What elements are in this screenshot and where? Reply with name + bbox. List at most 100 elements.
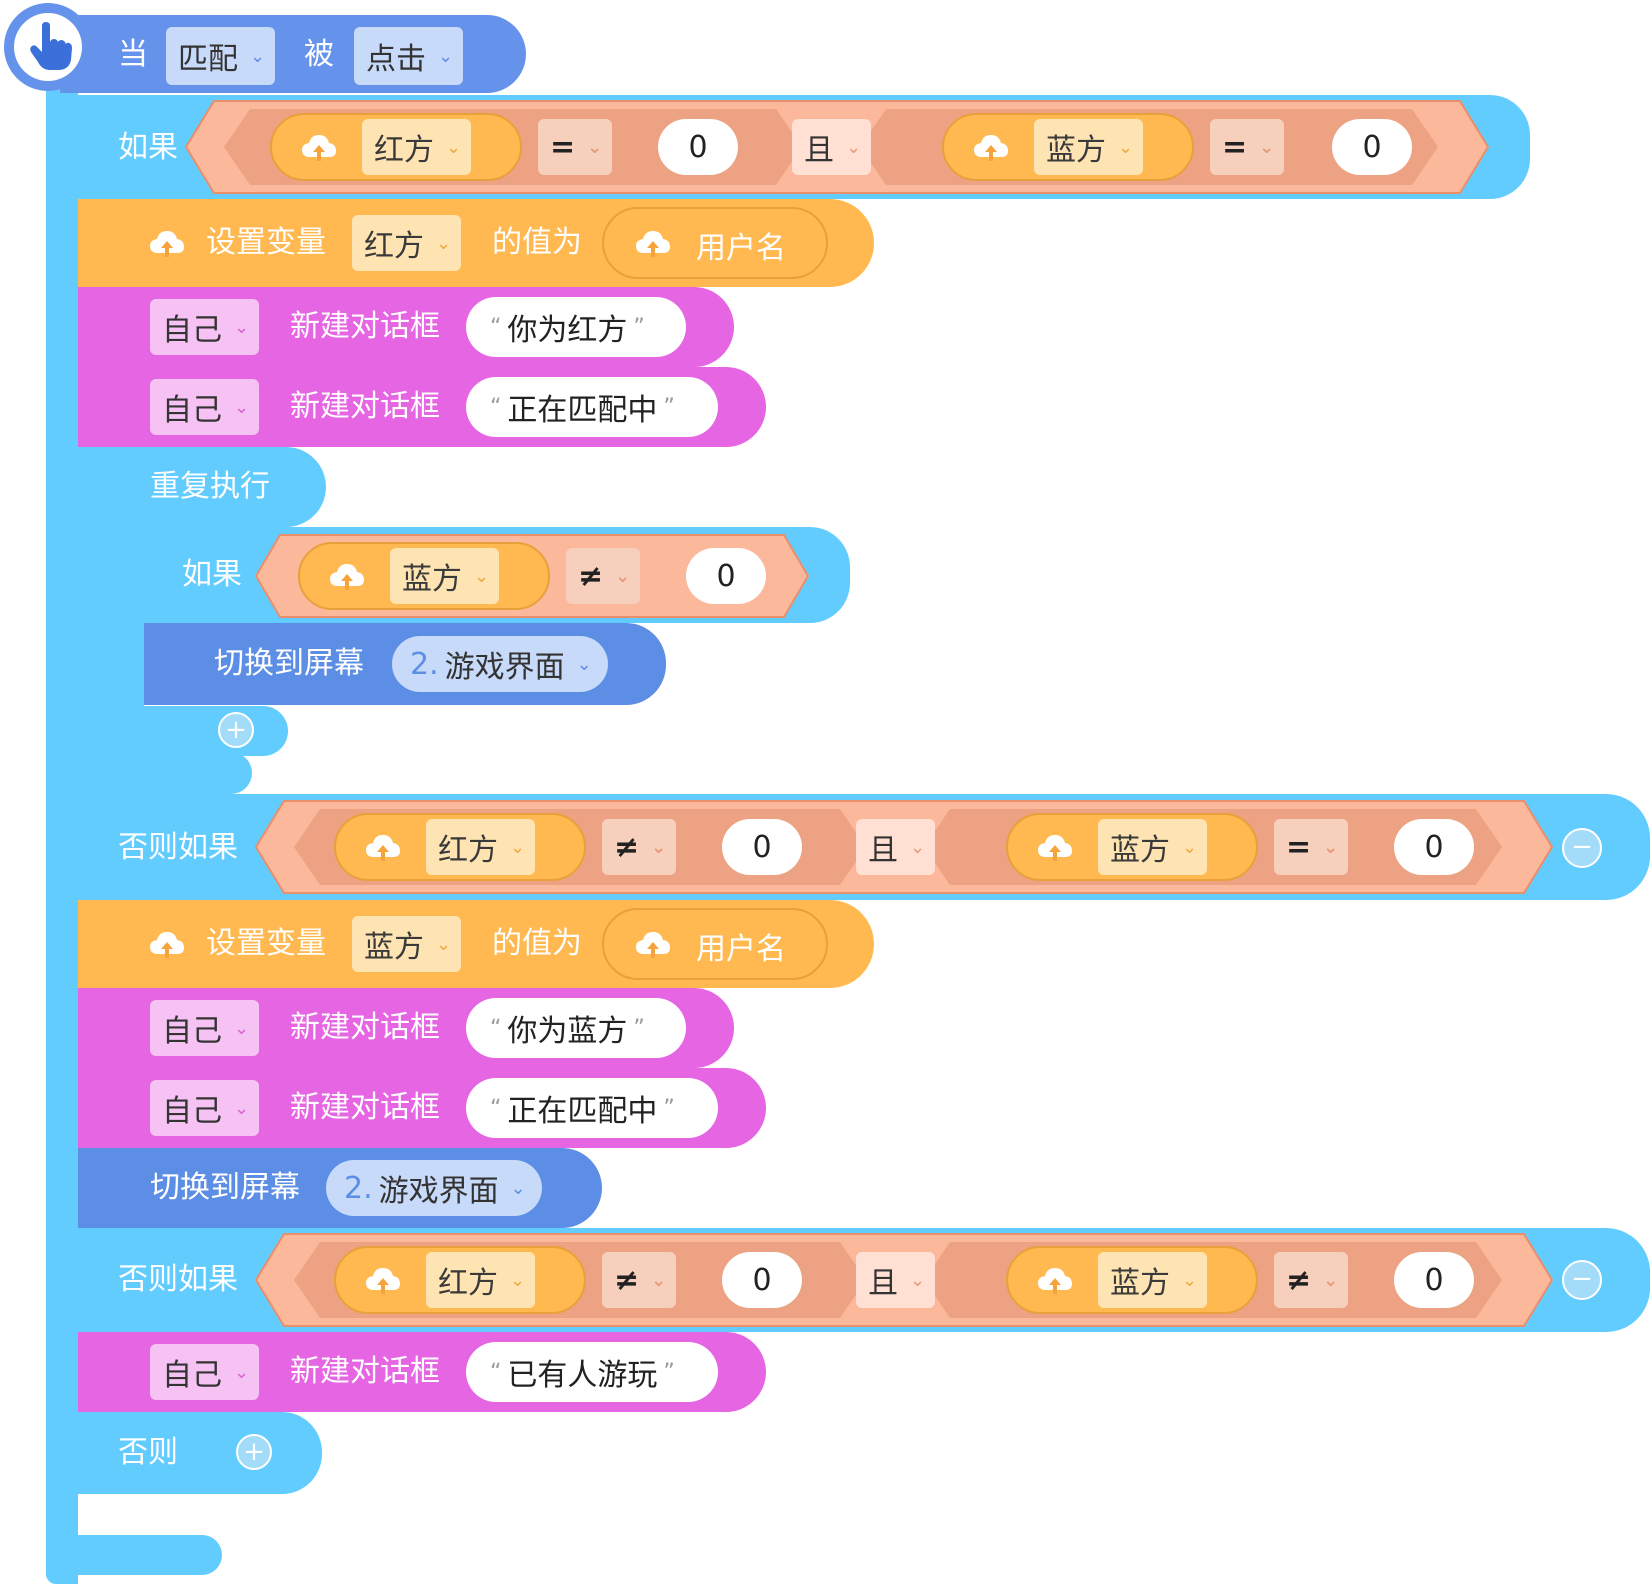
- add-branch-button[interactable]: +: [218, 712, 254, 748]
- new-dialog-label: 新建对话框: [290, 309, 440, 344]
- and-label: 且: [868, 1266, 898, 1301]
- chevron-down-icon: ⌄: [651, 836, 667, 858]
- variable-dropdown-red[interactable]: 红方 ⌄: [426, 819, 536, 875]
- cloud-variable-icon: [1038, 835, 1072, 861]
- chevron-down-icon: ⌄: [510, 1177, 526, 1199]
- self-dropdown[interactable]: 自己⌄: [150, 1080, 260, 1136]
- set-variable-dropdown-blue[interactable]: 蓝方 ⌄: [352, 916, 462, 972]
- event-verb-label: 被: [304, 37, 334, 72]
- username-reporter[interactable]: 用户名: [602, 207, 828, 279]
- value-label: 的值为: [492, 225, 582, 260]
- dialog-text: 正在匹配中: [507, 393, 658, 428]
- chevron-down-icon: ⌄: [1182, 836, 1198, 858]
- self-dropdown[interactable]: 自己 ⌄: [150, 299, 260, 355]
- variable-dropdown-red[interactable]: 红方⌄: [362, 119, 472, 175]
- self-label: 自己: [162, 1094, 222, 1129]
- dialog-text: 正在匹配中: [507, 1094, 658, 1129]
- and-dropdown[interactable]: 且⌄: [856, 1252, 936, 1308]
- operator-dropdown-neq[interactable]: ≠⌄: [1274, 1252, 1349, 1308]
- variable-dropdown-blue[interactable]: 蓝方⌄: [1034, 119, 1144, 175]
- and-dropdown[interactable]: 且⌄: [792, 119, 872, 175]
- operator-dropdown-eq[interactable]: =⌄: [1210, 119, 1285, 175]
- event-action-value: 点击: [366, 42, 426, 77]
- number-value: 0: [716, 558, 736, 594]
- set-variable-label: 设置变量: [206, 225, 326, 260]
- dialog-text-input[interactable]: “你为红方”: [466, 297, 686, 357]
- and-label: 且: [868, 833, 898, 868]
- chevron-down-icon: ⌄: [234, 316, 250, 338]
- repeat-block-arm: [78, 520, 110, 792]
- event-action-dropdown[interactable]: 点击⌄: [354, 27, 464, 85]
- number-input[interactable]: 0: [1394, 1252, 1474, 1308]
- variable-name: 红方: [364, 229, 424, 264]
- self-dropdown[interactable]: 自己⌄: [150, 379, 260, 435]
- chevron-down-icon: ⌄: [436, 933, 452, 955]
- variable-name: 蓝方: [364, 930, 424, 965]
- number-input[interactable]: 0: [722, 1252, 802, 1308]
- username-reporter[interactable]: 用户名: [602, 908, 828, 980]
- number-input[interactable]: 0: [1332, 119, 1412, 175]
- chevron-down-icon: ⌄: [234, 1361, 250, 1383]
- operator-symbol: ≠: [614, 1262, 640, 1298]
- cloud-variable-icon: [636, 932, 670, 958]
- chevron-down-icon: ⌄: [510, 1269, 526, 1291]
- variable-dropdown-blue[interactable]: 蓝方⌄: [1098, 1252, 1208, 1308]
- operator-dropdown-neq[interactable]: ≠⌄: [602, 819, 677, 875]
- switch-screen-label: 切换到屏幕: [214, 646, 364, 681]
- event-target-dropdown[interactable]: 匹配⌄: [166, 27, 276, 85]
- chevron-down-icon: ⌄: [436, 232, 452, 254]
- chevron-down-icon: ⌄: [1259, 136, 1275, 158]
- remove-branch-button[interactable]: −: [1562, 828, 1602, 868]
- variable-dropdown-blue[interactable]: 蓝方 ⌄: [1098, 819, 1208, 875]
- variable-name: 蓝方: [1110, 833, 1170, 868]
- dialog-text-input[interactable]: “已有人游玩”: [466, 1342, 718, 1402]
- repeat-label: 重复执行: [150, 469, 270, 504]
- repeat-block-header[interactable]: [78, 447, 326, 527]
- chevron-down-icon: ⌄: [1182, 1269, 1198, 1291]
- dialog-text-input[interactable]: “你为蓝方”: [466, 998, 686, 1058]
- pointing-hand-icon: [30, 22, 72, 70]
- dialog-text: 已有人游玩: [507, 1358, 658, 1393]
- open-quote-icon: “: [490, 314, 502, 340]
- operator-dropdown-neq[interactable]: ≠⌄: [602, 1252, 677, 1308]
- screen-dropdown[interactable]: 2.游戏界面⌄: [326, 1160, 542, 1216]
- number-input[interactable]: 0: [722, 819, 802, 875]
- else-block-header[interactable]: [78, 1412, 322, 1494]
- variable-name: 红方: [438, 833, 498, 868]
- screen-name: 游戏界面: [444, 650, 565, 685]
- cloud-variable-icon: [366, 835, 400, 861]
- close-quote-icon: ”: [633, 1015, 645, 1041]
- add-branch-button[interactable]: +: [236, 1434, 272, 1470]
- self-label: 自己: [162, 313, 222, 348]
- self-dropdown[interactable]: 自己⌄: [150, 1000, 260, 1056]
- operator-symbol: ≠: [578, 558, 604, 594]
- self-dropdown[interactable]: 自己⌄: [150, 1344, 260, 1400]
- operator-dropdown-eq[interactable]: =⌄: [538, 119, 613, 175]
- number-input[interactable]: 0: [1394, 819, 1474, 875]
- chevron-down-icon: ⌄: [250, 45, 266, 67]
- number-input[interactable]: 0: [686, 548, 766, 604]
- remove-branch-button[interactable]: −: [1562, 1260, 1602, 1300]
- dialog-text-input[interactable]: “正在匹配中”: [466, 377, 718, 437]
- and-dropdown[interactable]: 且⌄: [856, 819, 936, 875]
- set-variable-dropdown-red[interactable]: 红方 ⌄: [352, 215, 462, 271]
- dialog-text-input[interactable]: “正在匹配中”: [466, 1078, 718, 1138]
- screen-dropdown[interactable]: 2.游戏界面⌄: [392, 636, 608, 692]
- variable-dropdown-blue[interactable]: 蓝方⌄: [390, 548, 500, 604]
- variable-dropdown-red[interactable]: 红方 ⌄: [426, 1252, 536, 1308]
- close-quote-icon: ”: [663, 1095, 675, 1121]
- if-block-arm: [46, 88, 78, 1584]
- number-input[interactable]: 0: [658, 119, 738, 175]
- operator-dropdown-eq[interactable]: =⌄: [1274, 819, 1349, 875]
- operator-dropdown-neq[interactable]: ≠⌄: [566, 548, 641, 604]
- chevron-down-icon: ⌄: [234, 1017, 250, 1039]
- new-dialog-label: 新建对话框: [290, 1010, 440, 1045]
- chevron-down-icon: ⌄: [510, 836, 526, 858]
- chevron-down-icon: ⌄: [846, 136, 862, 158]
- value-label: 的值为: [492, 926, 582, 961]
- variable-name: 红方: [438, 1266, 498, 1301]
- chevron-down-icon: ⌄: [1118, 136, 1134, 158]
- if-label: 如果: [182, 557, 242, 592]
- cloud-variable-icon: [150, 932, 184, 958]
- operator-symbol: ≠: [1286, 1262, 1312, 1298]
